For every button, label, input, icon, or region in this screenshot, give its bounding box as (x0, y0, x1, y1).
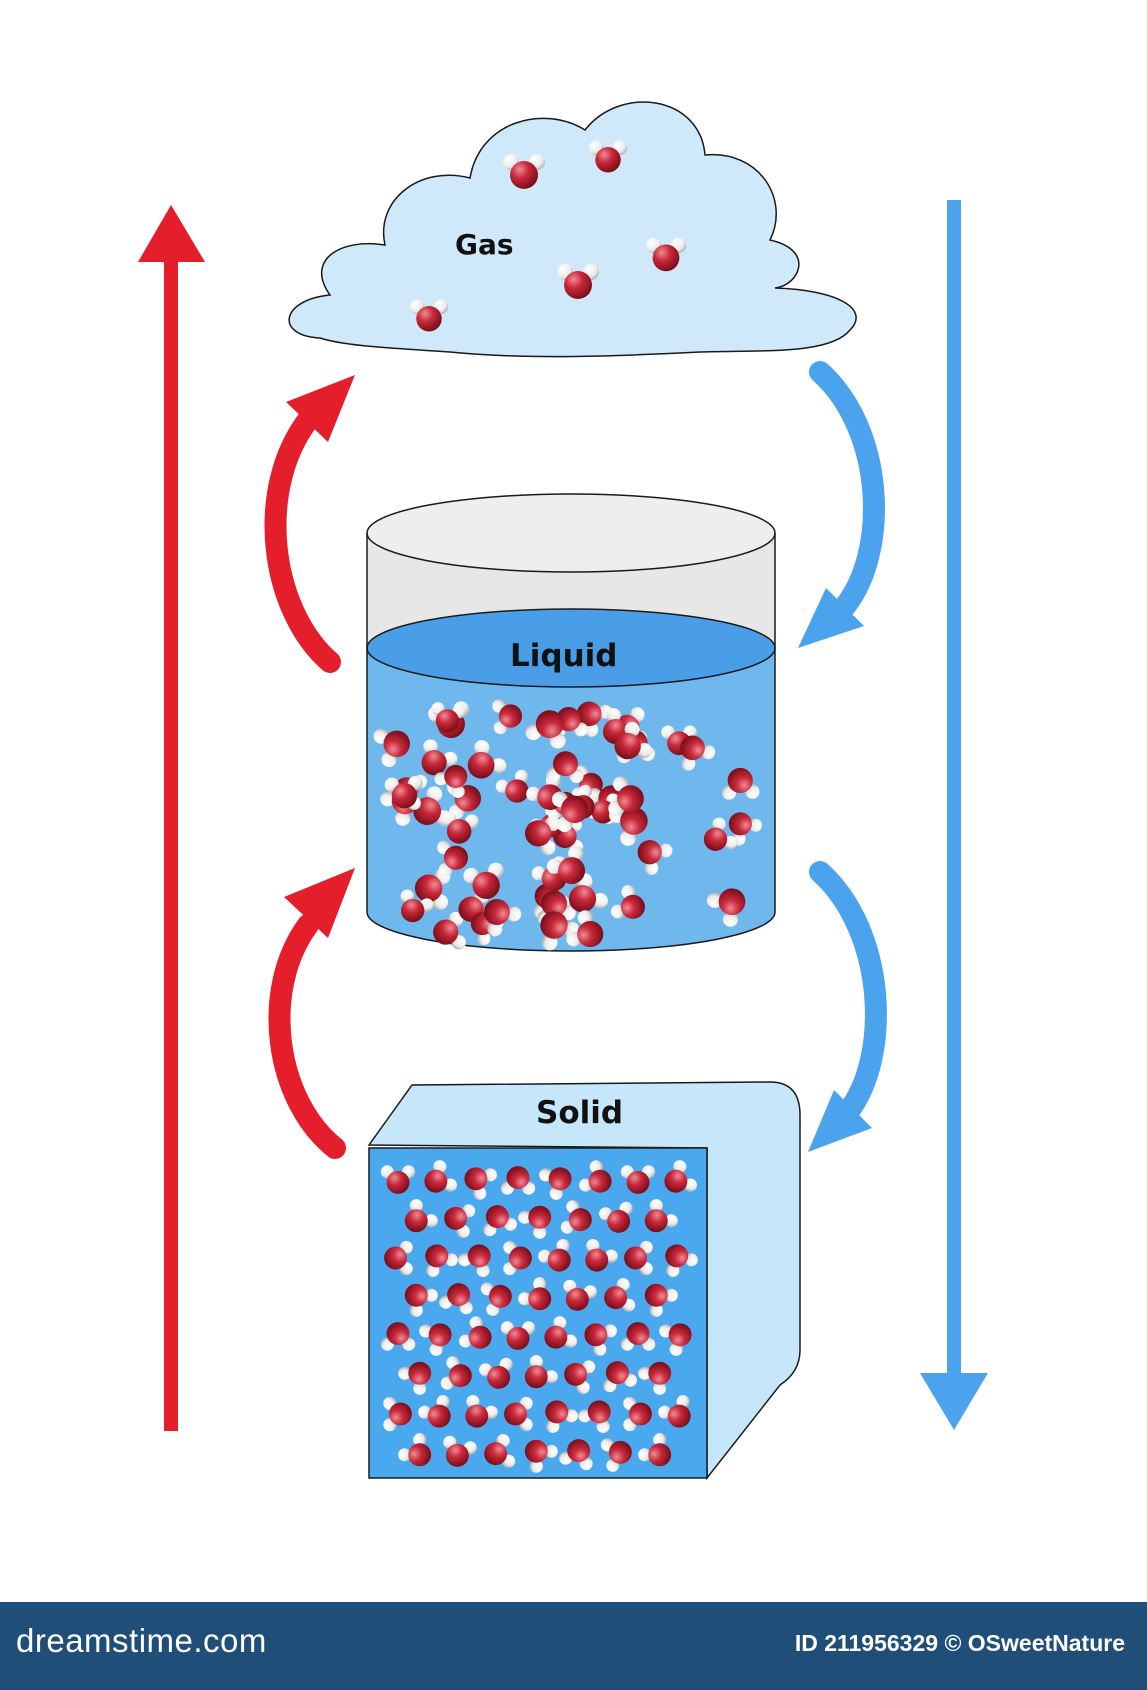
freezing-arrow (808, 861, 887, 1152)
gas-label: Gas (455, 228, 514, 261)
watermark-footer: dreamstime.com ID 211956329 © OSweetNatu… (0, 1602, 1147, 1690)
condensation-arrow (798, 361, 885, 648)
evaporation-arrow (264, 375, 355, 673)
brand-text: dreamstime.com (16, 1622, 267, 1659)
image-id-credit: ID 211956329 © OSweetNature (794, 1630, 1125, 1656)
states-of-matter-diagram (138, 101, 988, 1481)
solid-ice-cube (367, 1081, 801, 1481)
solid-label: Solid (536, 1095, 624, 1131)
melting-arrow (268, 868, 355, 1159)
liquid-label: Liquid (510, 638, 618, 674)
cooling-arrow (920, 200, 988, 1430)
liquid-beaker (366, 493, 776, 958)
gas-cloud (288, 101, 857, 358)
heating-arrow (138, 205, 205, 1431)
